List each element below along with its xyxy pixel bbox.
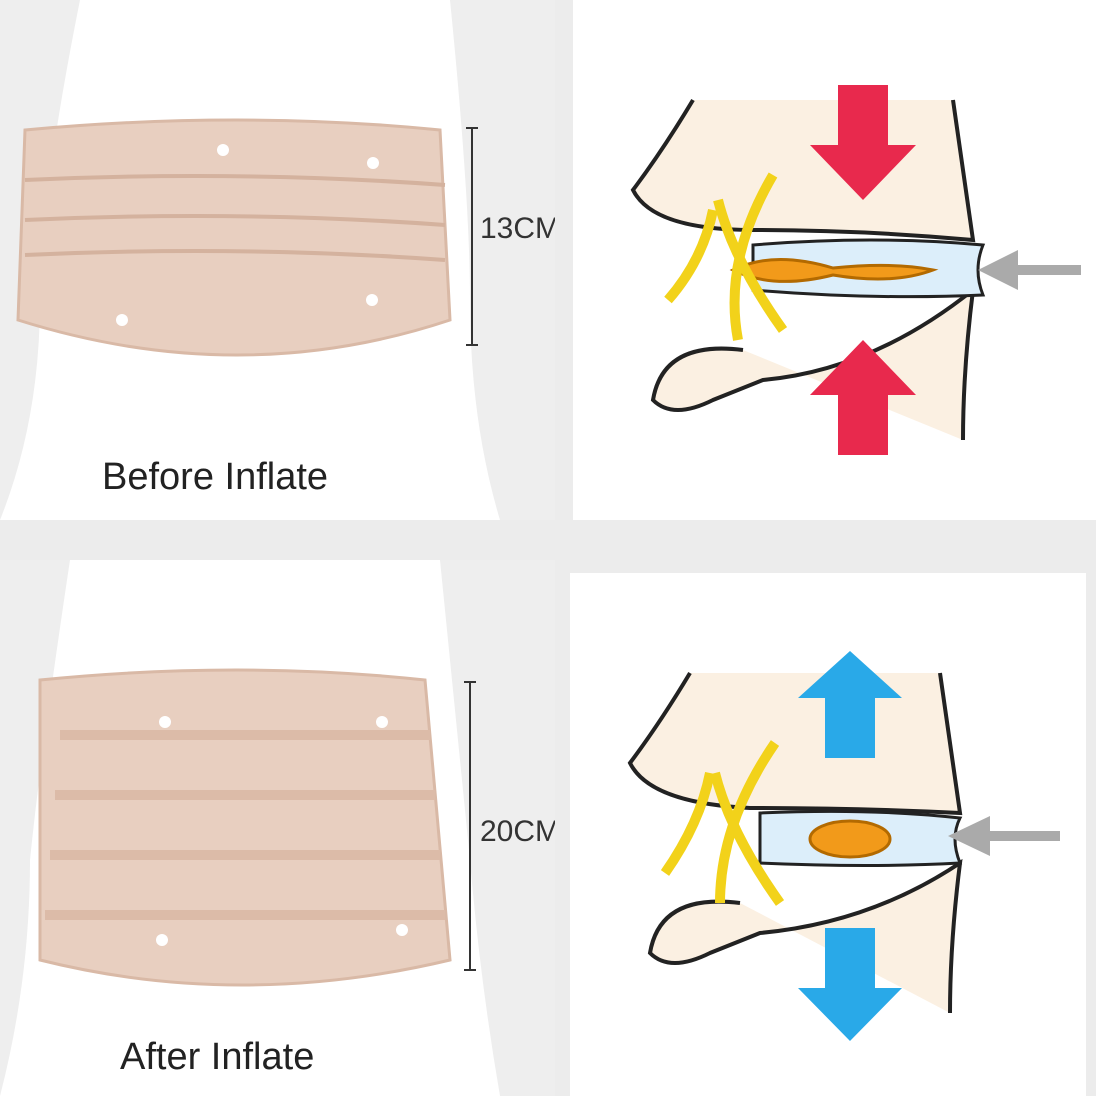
before-caption: Before Inflate — [102, 456, 329, 498]
before-belt-panel: 13CM Before Inflate — [0, 0, 555, 520]
after-belt-panel: 20CM After Inflate — [0, 560, 555, 1096]
deflated-belt-image — [16, 118, 478, 357]
nerve — [660, 740, 785, 906]
pressure-arrow — [978, 250, 1081, 290]
nerve — [664, 172, 788, 341]
expand-down-arrow — [798, 928, 902, 1041]
upper-vertebra — [630, 98, 976, 243]
lower-vertebra — [650, 285, 976, 441]
after-caption: After Inflate — [120, 1036, 315, 1078]
torso-silhouette — [0, 560, 555, 1096]
compressed-spine-diagram — [573, 0, 1096, 520]
herniated-nucleus — [729, 257, 939, 283]
compress-up-arrow — [810, 340, 916, 455]
compress-down-arrow — [810, 85, 916, 200]
before-height-label: 13CM — [480, 212, 555, 245]
pressure-arrow — [948, 816, 1060, 856]
upper-vertebra — [627, 671, 963, 816]
after-height-label: 20CM — [480, 815, 555, 848]
inflated-belt-image — [38, 668, 476, 987]
restored-nucleus — [808, 819, 892, 859]
decompressed-spine-diagram — [570, 573, 1086, 1096]
expand-up-arrow — [798, 651, 902, 758]
lower-vertebra — [647, 858, 963, 1014]
